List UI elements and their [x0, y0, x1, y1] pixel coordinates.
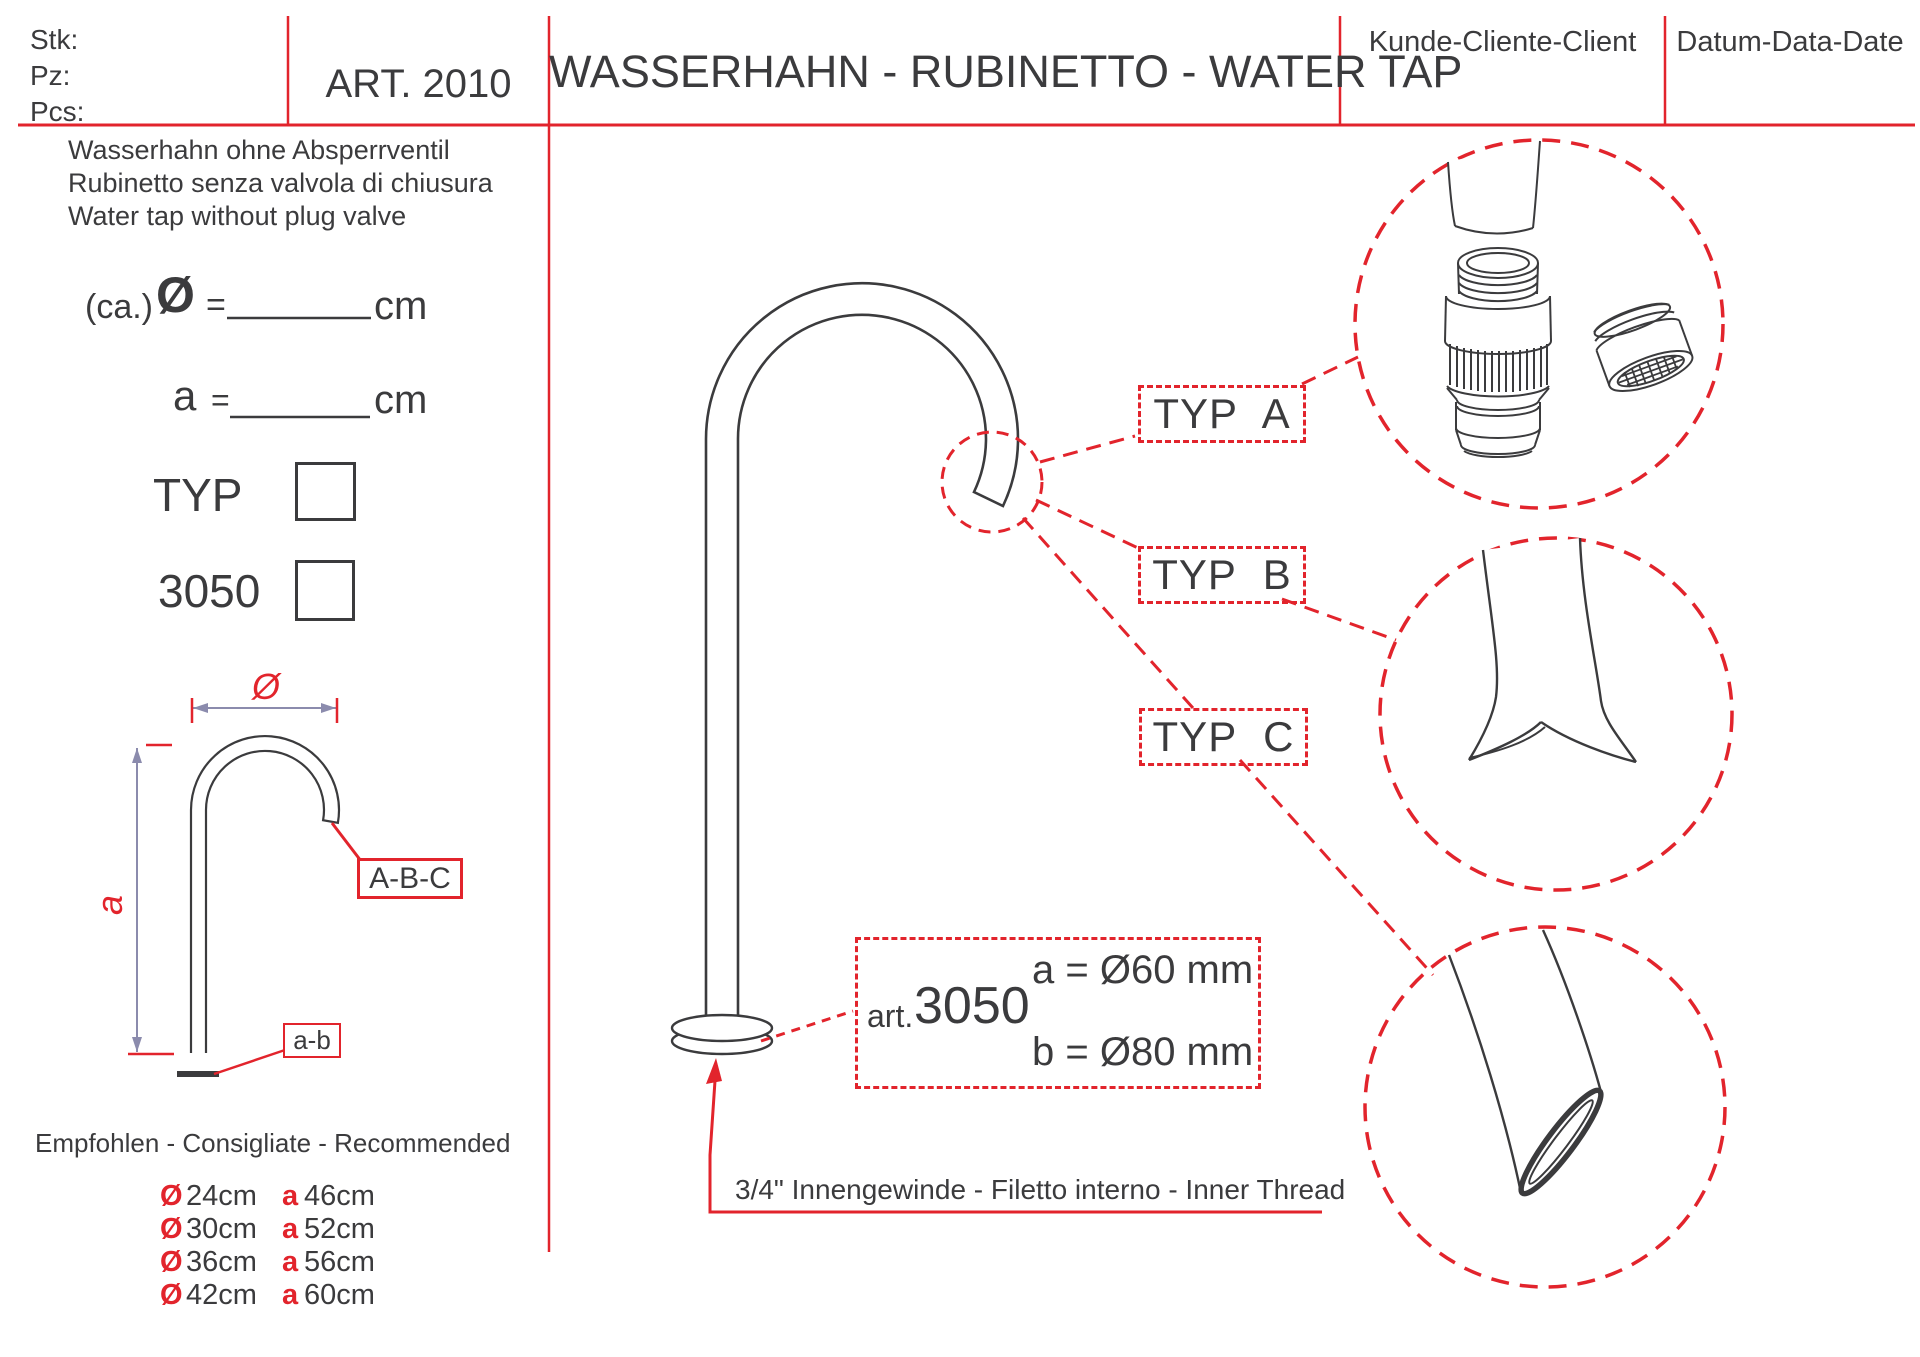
diameter-equals: = — [206, 286, 226, 324]
header-grid-lines — [18, 16, 1915, 1252]
spout-tip-detail-circle — [940, 430, 1044, 534]
typ-c-detail-circle — [1363, 925, 1727, 1289]
a-symbol: a — [282, 1213, 299, 1245]
height-dimension: a — [89, 743, 174, 1056]
diameter-unit: cm — [374, 284, 428, 328]
product-description: Wasserhahn ohne Absperrventil Rubinetto … — [68, 134, 493, 233]
detail-circles — [1353, 138, 1734, 1289]
typ-c-label-box: TYP C — [1139, 708, 1308, 766]
art-3050-field-label: 3050 — [158, 565, 261, 617]
aerator-insert — [1593, 302, 1694, 392]
typ-b-detail-circle — [1378, 536, 1734, 892]
small-diagram-leaders — [213, 822, 363, 1076]
date-column-header: Datum-Data-Date — [1676, 26, 1904, 58]
a-unit: cm — [374, 378, 428, 422]
typ-checkbox[interactable] — [295, 462, 356, 521]
a-symbol: a — [173, 372, 197, 419]
description-english: Water tap without plug valve — [68, 201, 407, 231]
leader-lines — [760, 355, 1435, 1043]
diameter-symbol: Ø — [160, 1279, 183, 1311]
typ-b-spout-drawing — [1467, 537, 1637, 764]
thread-note: 3/4" Innengewinde - Filetto interno - In… — [735, 1174, 1346, 1205]
approx-label: (ca.) — [85, 288, 153, 326]
art-prefix: art. — [867, 998, 914, 1034]
description-german: Wasserhahn ohne Absperrventil — [68, 135, 450, 165]
diameter-dim-label: Ø — [251, 666, 282, 707]
typ-field-label: TYP — [153, 469, 243, 521]
thread-leader-arrowhead — [706, 1058, 722, 1084]
aerator-mesh — [1618, 355, 1684, 388]
customer-column-header: Kunde-Cliente-Client — [1368, 26, 1637, 58]
a-symbol: a — [282, 1246, 299, 1278]
diameter-symbol: Ø — [160, 1180, 183, 1212]
stk-label: Stk: — [30, 24, 79, 55]
diameter-symbol: Ø — [160, 1213, 183, 1245]
article-number: ART. 2010 — [325, 62, 512, 106]
art-dimension-box — [855, 937, 1261, 1089]
knurl-band — [1449, 344, 1548, 392]
art-3050-checkbox[interactable] — [295, 560, 355, 621]
dim-b-value: b = Ø80 mm — [1032, 1030, 1254, 1074]
typ-a-aerator-drawing — [1444, 140, 1694, 459]
thread-leader — [706, 1058, 1322, 1214]
a-symbol: a — [282, 1180, 299, 1212]
description-italian: Rubinetto senza valvola di chiusura — [68, 168, 493, 198]
typ-a-detail-circle — [1353, 138, 1725, 510]
pcs-label: Pcs: — [30, 96, 85, 127]
a-equals: = — [211, 382, 230, 418]
a-symbol: a — [282, 1279, 299, 1311]
dim-a-value: a = Ø60 mm — [1032, 948, 1254, 992]
spout-types-callout: A-B-C — [357, 858, 463, 899]
diameter-symbol: Ø — [156, 267, 195, 323]
faucet-base-bar — [177, 1071, 219, 1077]
fill-in-underlines[interactable] — [227, 316, 371, 419]
typ-c-spout-drawing — [1447, 929, 1604, 1197]
small-faucet-drawing — [177, 735, 341, 1077]
height-dim-label: a — [89, 895, 130, 915]
main-faucet-drawing — [670, 281, 1020, 1056]
faucet-flange-top — [670, 1013, 774, 1043]
recommended-title: Empfohlen - Consigliate - Recommended — [35, 1128, 511, 1158]
page-title: WASSERHAHN - RUBINETTO - WATER TAP — [549, 46, 1463, 97]
diameter-symbol: Ø — [160, 1246, 183, 1278]
pz-label: Pz: — [30, 60, 71, 91]
art-number: 3050 — [914, 977, 1030, 1035]
typ-b-label-box: TYP B — [1138, 546, 1306, 604]
base-callout: a-b — [283, 1023, 341, 1058]
diameter-dimension: Ø — [190, 666, 339, 723]
typ-a-label-box: TYP A — [1138, 385, 1306, 443]
